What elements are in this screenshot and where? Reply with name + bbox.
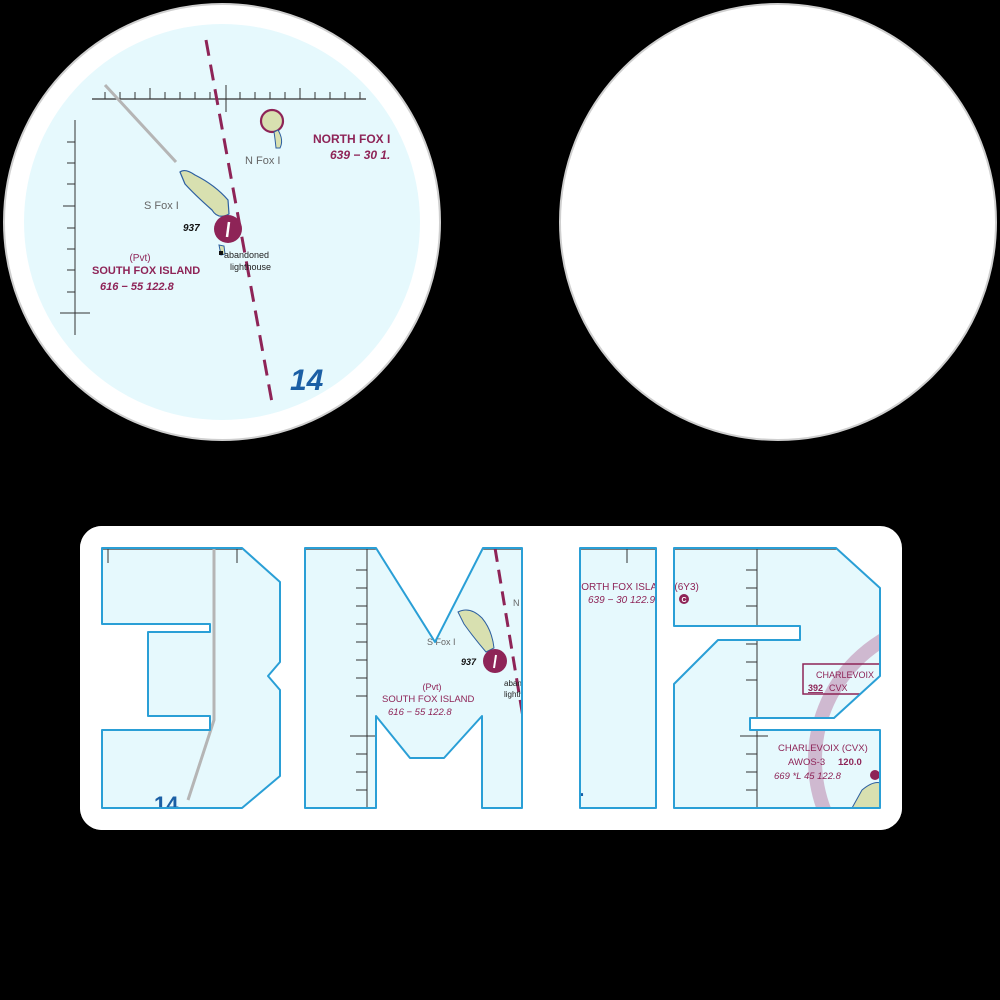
north-fox-label: NORTH FOX I xyxy=(313,132,390,146)
north-fox-data: 639 − 30 1. xyxy=(330,148,390,162)
s-fox-label: S Fox I xyxy=(144,200,179,212)
elevation-label: 937 xyxy=(461,657,477,667)
ctaf-badge: C xyxy=(681,597,686,604)
letter-outlines xyxy=(101,547,881,809)
awos-freq: 120.0 xyxy=(838,757,862,768)
sticker-border xyxy=(559,3,997,441)
charlevoix-airport-label: CHARLEVOIX (CVX) xyxy=(778,743,868,754)
south-fox-data: 616 − 55 122.8 xyxy=(100,281,175,293)
n-fox-label: N Fox I xyxy=(245,155,280,167)
north-fox-data: 639 − 30 122.9 xyxy=(588,595,655,606)
elevation-label: 937 xyxy=(183,223,200,234)
charlevoix-ndb-id: CVX xyxy=(829,683,848,693)
sector-number-left: 14 xyxy=(154,792,179,817)
circle-sticker-right[interactable]: NORTH FOX I 639 − 30 1. N Fox I S Fox I … xyxy=(556,0,1000,460)
text-sticker-3mi2[interactable]: NORTH FOX ISLAND (6Y3) 639 − 30 122.9 C … xyxy=(80,526,1000,900)
awos-label: AWOS-3 xyxy=(788,757,825,768)
circle-sticker-left[interactable]: NORTH FOX I 639 − 30 1. N Fox I S Fox I … xyxy=(0,0,460,460)
south-fox-island-shape xyxy=(179,169,230,217)
pvt-label: (Pvt) xyxy=(423,682,442,692)
lighthouse-icon xyxy=(219,251,223,255)
sector-number: 14 xyxy=(290,364,324,397)
chart-map: NORTH FOX ISLAND (6Y3) 639 − 30 122.9 C … xyxy=(102,548,880,817)
chart-map: NORTH FOX I 639 − 30 1. N Fox I S Fox I … xyxy=(24,24,420,420)
charlevoix-box-title: CHARLEVOIX xyxy=(816,670,874,680)
charlevoix-data: 669 *L 45 122.8 xyxy=(774,771,842,782)
s-fox-label: S Fox I xyxy=(427,637,456,647)
south-fox-label: SOUTH FOX ISLAND xyxy=(92,265,200,277)
north-fox-label: NORTH FOX ISLAND (6Y3) xyxy=(574,582,699,593)
pvt-label: (Pvt) xyxy=(129,253,150,264)
south-fox-data: 616 − 55 122.8 xyxy=(388,707,452,718)
abandoned-label: abandoned xyxy=(224,250,269,260)
charlevoix-ndb-freq: 392 xyxy=(808,683,823,693)
lighthouse-label: lighthouse xyxy=(230,262,271,272)
north-fox-airport-symbol xyxy=(259,108,285,134)
south-fox-label: SOUTH FOX ISLAND xyxy=(382,694,475,705)
